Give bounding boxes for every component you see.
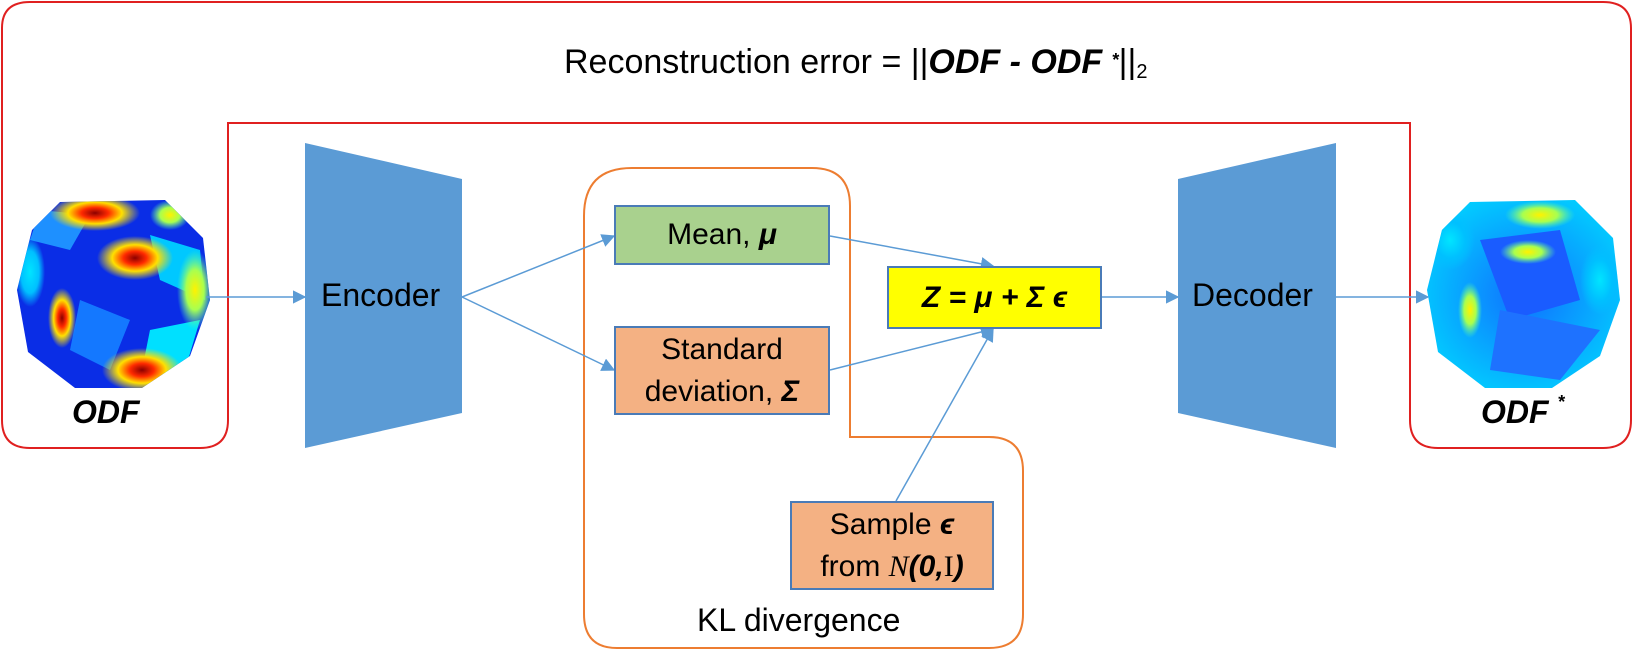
reconstruction-loop: [1, 1, 1632, 449]
input-odf-label: ODF: [72, 394, 140, 430]
kl-divergence-label: KL divergence: [697, 602, 901, 638]
decoder-label: Decoder: [1192, 277, 1313, 313]
reconstruction-error-title: Reconstruction error = ||ODF - ODF *||2: [564, 43, 1148, 83]
sample-epsilon-box: Sample ϵ from N(0,I): [790, 501, 994, 590]
output-odf-label: ODF *: [1481, 392, 1565, 430]
kl-region: [583, 167, 1024, 649]
arrow-sample-to-z: [895, 327, 994, 502]
arrow-encoder-to-mean: [461, 234, 616, 298]
encoder-block: [305, 143, 462, 448]
arrow-encoder-to-std: [461, 296, 616, 371]
odf-heatmap-sphere-icon: [17, 200, 210, 388]
odf-reconstructed-sphere-icon: [1427, 200, 1620, 388]
arrow-std-to-z: [829, 325, 995, 371]
encoder-label: Encoder: [321, 277, 441, 313]
std-deviation-box: Standard deviation, Σ: [614, 326, 830, 415]
arrow-mean-to-z: [829, 235, 995, 271]
decoder-block: [1178, 143, 1336, 448]
latent-z-box: Z = μ + Σ ϵ: [887, 266, 1102, 329]
mean-box: Mean, μ: [614, 205, 830, 265]
